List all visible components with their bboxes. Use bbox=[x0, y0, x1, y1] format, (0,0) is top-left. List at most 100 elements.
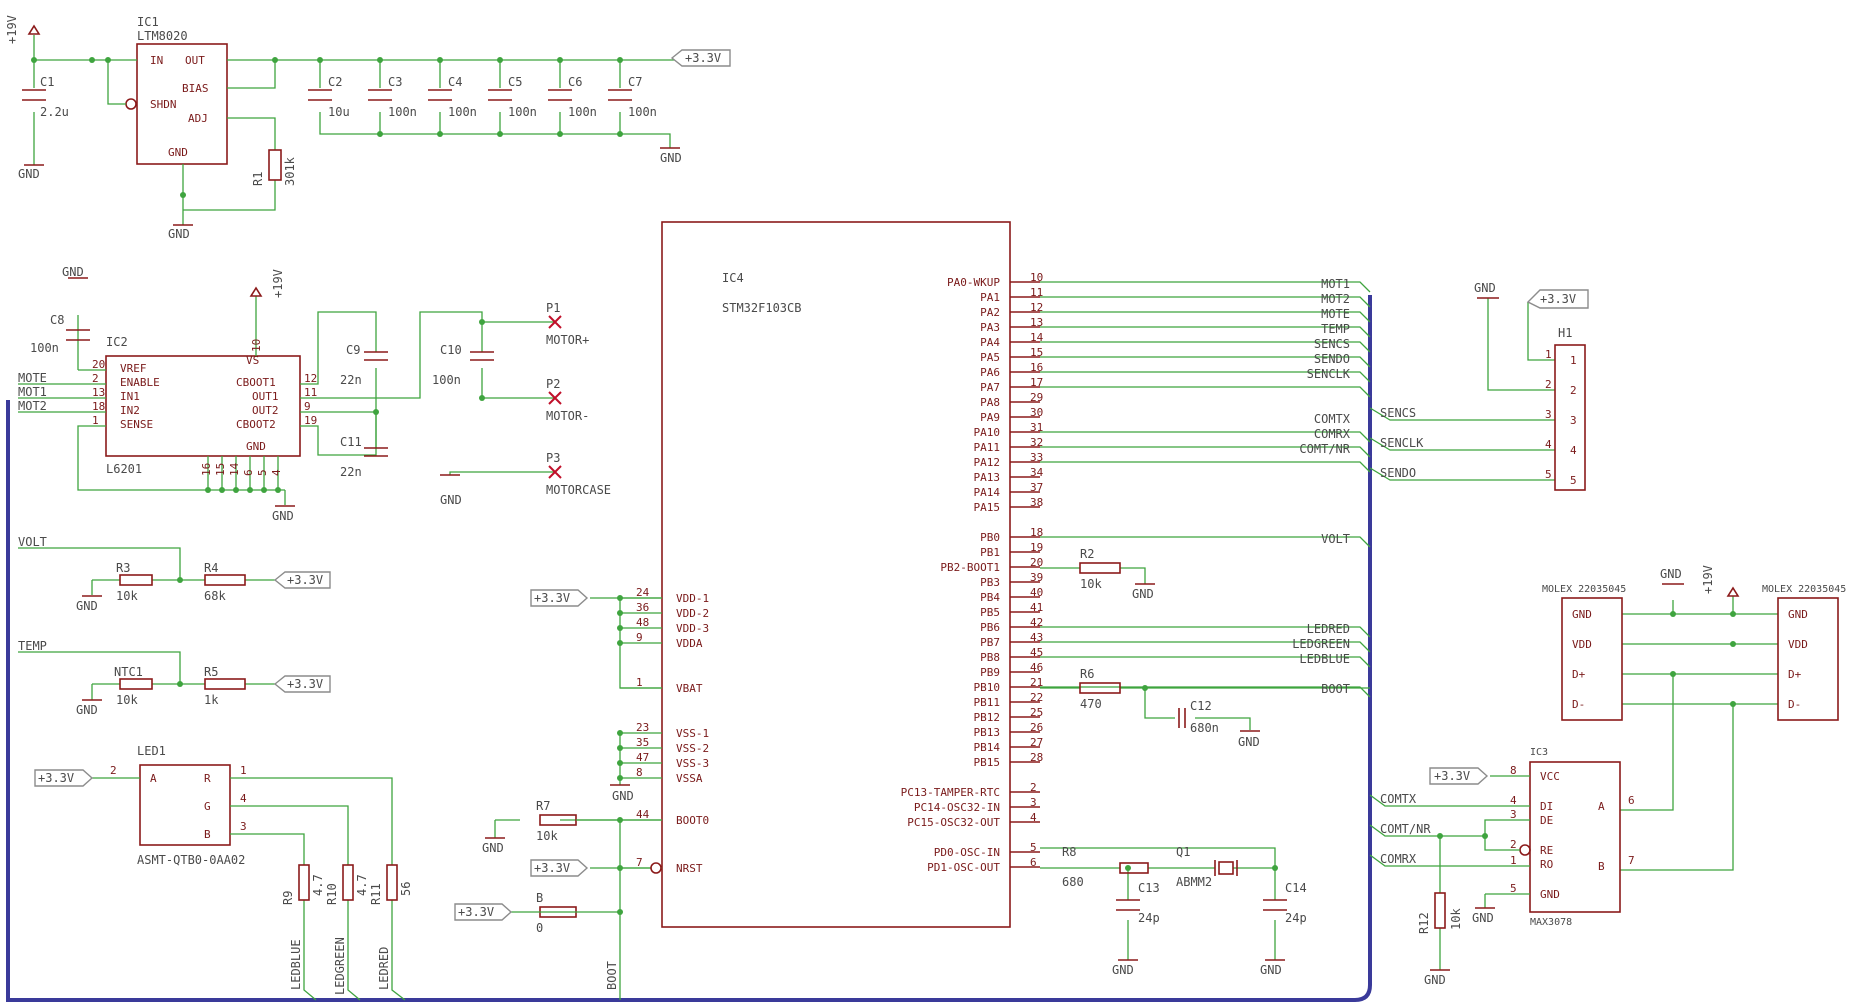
r7-value: 10k bbox=[536, 829, 558, 843]
r11-value: 56 bbox=[399, 882, 413, 896]
ic4-pinnum-33: 33 bbox=[1030, 451, 1043, 464]
ic4-pin-pa13: PA13 bbox=[974, 471, 1001, 484]
c13-ref: C13 bbox=[1138, 881, 1160, 895]
ic4-pin-boot0: BOOT0 bbox=[676, 814, 709, 827]
c12-ref: C12 bbox=[1190, 699, 1212, 713]
ic4-pin-pa8: PA8 bbox=[980, 396, 1000, 409]
v19-flag-1: +19V bbox=[5, 15, 41, 44]
h1-pin-3: 3 bbox=[1570, 414, 1577, 427]
gnd-label-c14: GND bbox=[1260, 963, 1282, 977]
net-mot2-left: MOT2 bbox=[18, 399, 47, 413]
h1-pin-2: 2 bbox=[1570, 384, 1577, 397]
ic4-value: STM32F103CB bbox=[722, 301, 801, 315]
ic4-pin-vdd-3: VDD-3 bbox=[676, 622, 709, 635]
ic4-pinnum-2: 2 bbox=[1030, 781, 1037, 794]
led1-pin-r: R bbox=[204, 772, 211, 785]
ic4-pin-pa15: PA15 bbox=[974, 501, 1001, 514]
r7-ref: R7 bbox=[536, 799, 550, 813]
ic4-pin-pa5: PA5 bbox=[980, 351, 1000, 364]
v33-flag-ic3: +3.3V bbox=[1429, 767, 1489, 785]
c2-value: 10u bbox=[328, 105, 350, 119]
ic4-pin-pb9: PB9 bbox=[980, 666, 1000, 679]
ic4-pin-pa14: PA14 bbox=[974, 486, 1001, 499]
gnd-label-ic3: GND bbox=[1472, 911, 1494, 925]
ic3-pin-a: A bbox=[1598, 800, 1605, 813]
ic4-pin-pa10: PA10 bbox=[974, 426, 1001, 439]
ic2-pin-out1: OUT1 bbox=[252, 390, 279, 403]
ic4-pinnum-31: 31 bbox=[1030, 421, 1043, 434]
gnd-label-ic2: GND bbox=[272, 509, 294, 523]
molex-left: MOLEX 22035045 GND VDD D+ D- bbox=[1542, 584, 1626, 721]
h1-pinnum-4: 4 bbox=[1545, 438, 1552, 451]
gnd-label-c1: GND bbox=[18, 167, 40, 181]
net-boot-right: BOOT bbox=[1321, 682, 1350, 696]
rb-ref: B bbox=[536, 891, 543, 905]
ic2-value: L6201 bbox=[106, 462, 142, 476]
r5-ref: R5 bbox=[204, 665, 218, 679]
ic4-pin-pb14: PB14 bbox=[974, 741, 1001, 754]
v33-flag-nrst: +3.3V bbox=[530, 859, 589, 877]
ic4-pin-pd0-osc-in: PD0-OSC-IN bbox=[934, 846, 1000, 859]
molex-right-dm: D- bbox=[1788, 698, 1801, 711]
ic4-stm32: IC4 STM32F103CB bbox=[661, 221, 1011, 928]
c1-value: 2.2u bbox=[40, 105, 69, 119]
ic1-pin-gnd: GND bbox=[168, 146, 188, 159]
ic4-pin-pa2: PA2 bbox=[980, 306, 1000, 319]
ic2-pin-vref: VREF bbox=[120, 362, 147, 375]
gnd-label-r2: GND bbox=[1132, 587, 1154, 601]
c4-ref: C4 bbox=[448, 75, 462, 89]
ic4-pinnum-25: 25 bbox=[1030, 706, 1043, 719]
net-ledgreen-bottom: LEDGREEN bbox=[333, 937, 347, 995]
net-sencs-right: SENCS bbox=[1314, 337, 1350, 351]
ic4-pinnum-13: 13 bbox=[1030, 316, 1043, 329]
c11-value: 22n bbox=[340, 465, 362, 479]
c9-value: 22n bbox=[340, 373, 362, 387]
gnd-label-ic1: GND bbox=[168, 227, 190, 241]
ic4-pin-vdd-1: VDD-1 bbox=[676, 592, 709, 605]
molex-right-value: MOLEX 22035045 bbox=[1762, 584, 1846, 595]
molex-right-dp: D+ bbox=[1788, 668, 1802, 681]
ic4-pin-vssa: VSSA bbox=[676, 772, 703, 785]
ic4-pinnum-11: 11 bbox=[1030, 286, 1043, 299]
ntc1-value: 10k bbox=[116, 693, 138, 707]
ic2-pinnum-11: 11 bbox=[304, 386, 317, 399]
ic3-pinnum-5: 5 bbox=[1510, 882, 1517, 895]
ic4-pin-pa11: PA11 bbox=[974, 441, 1001, 454]
c5-value: 100n bbox=[508, 105, 537, 119]
p1-label: MOTOR+ bbox=[546, 333, 589, 347]
ic4-pinnum-42: 42 bbox=[1030, 616, 1043, 629]
ic4-pinnum-30: 30 bbox=[1030, 406, 1043, 419]
v19-label-3: +19V bbox=[1701, 565, 1715, 594]
r12-ref: R12 bbox=[1417, 912, 1431, 934]
c6-ref: C6 bbox=[568, 75, 582, 89]
ic2-pin-in2: IN2 bbox=[120, 404, 140, 417]
net-senclk-right: SENCLK bbox=[1307, 367, 1351, 381]
ic4-pin-vss-3: VSS-3 bbox=[676, 757, 709, 770]
ic4-pinnum-37: 37 bbox=[1030, 481, 1043, 494]
molex-left-dp: D+ bbox=[1572, 668, 1586, 681]
led1-pinnum-3: 3 bbox=[240, 820, 247, 833]
h1-pin-4: 4 bbox=[1570, 444, 1577, 457]
ic4-pin-pa6: PA6 bbox=[980, 366, 1000, 379]
v33-flag-top: +3.3V bbox=[670, 49, 731, 67]
v33-label-nrst: +3.3V bbox=[534, 861, 570, 875]
r3-ref: R3 bbox=[116, 561, 130, 575]
ic2-pinnum-20: 20 bbox=[92, 358, 105, 371]
h1-header: H1 bbox=[1554, 326, 1586, 491]
net-ledblue-right: LEDBLUE bbox=[1299, 652, 1350, 666]
ic4-pin-pa1: PA1 bbox=[980, 291, 1000, 304]
ic2-pin-cboot1: CBOOT1 bbox=[236, 376, 276, 389]
ic4-pinnum-36: 36 bbox=[636, 601, 649, 614]
ic4-pinnum-22: 22 bbox=[1030, 691, 1043, 704]
net-comtnr-ic3: COMT/NR bbox=[1380, 822, 1431, 836]
v33-flag-h1: +3.3V bbox=[1526, 289, 1589, 309]
c5-ref: C5 bbox=[508, 75, 522, 89]
signal-bus bbox=[6, 295, 1372, 1002]
ic4-pinnum-8: 8 bbox=[636, 766, 643, 779]
ntc1-ref: NTC1 bbox=[114, 665, 143, 679]
net-temp-left: TEMP bbox=[18, 639, 47, 653]
ic4-pin-pb4: PB4 bbox=[980, 591, 1000, 604]
